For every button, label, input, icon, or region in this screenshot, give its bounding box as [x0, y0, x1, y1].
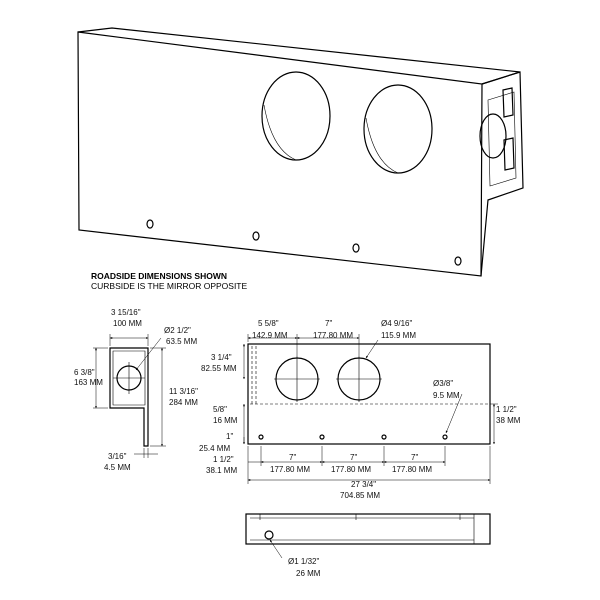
- front-bolt-spacing-2-in: 7": [350, 453, 357, 462]
- iso-large-hole-right: [363, 84, 433, 174]
- bottom-view-panel: [245, 513, 491, 545]
- front-bolt-hole-1: [258, 434, 264, 440]
- side-view: 3 15/16" 100 MM 6 3/8" 163 MM Ø2 1/2" 63…: [74, 308, 198, 472]
- front-right-mm: 38 MM: [496, 416, 521, 425]
- iso-front-face: [77, 31, 483, 277]
- front-large-hole-leader: [365, 339, 379, 359]
- front-large-hole-mm: 115.9 MM: [381, 331, 416, 340]
- side-view-profile: [109, 347, 149, 447]
- front-flange-mm: 16 MM: [213, 416, 238, 425]
- side-overall-in: 11 3/16": [169, 387, 198, 396]
- side-overall-mm: 284 MM: [169, 398, 198, 407]
- front-hole-spacing-in: 7": [325, 319, 332, 328]
- iso-bolt-hole-4: [454, 256, 462, 266]
- front-large-hole-in: Ø4 9/16": [381, 319, 412, 328]
- side-height-mm: 163 MM: [74, 378, 103, 387]
- iso-end-hole: [479, 113, 507, 159]
- iso-bolt-hole-3: [352, 243, 360, 253]
- bottom-view-hole: [264, 530, 274, 540]
- side-thickness-in: 3/16": [108, 452, 127, 461]
- front-small-hole-in: Ø3/8": [433, 379, 453, 388]
- side-hole-mm: 63.5 MM: [166, 337, 197, 346]
- front-hole-center-mm: 82.55 MM: [201, 364, 237, 373]
- front-view: 5 5/8" 142.9 MM 7" 177.80 MM Ø4 9/16" 11…: [199, 319, 521, 500]
- iso-bolt-hole-2: [252, 231, 260, 241]
- iso-large-hole-left: [261, 71, 331, 161]
- front-bolt-hole-3: [381, 434, 387, 440]
- bottom-hole-in: Ø1 1/32": [288, 557, 319, 566]
- iso-right-end-inner: [487, 91, 517, 187]
- front-right-in: 1 1/2": [496, 405, 517, 414]
- front-flange-in: 5/8": [213, 405, 227, 414]
- iso-right-end-slot-bottom: [503, 137, 515, 171]
- bottom-hole-mm: 26 MM: [296, 569, 321, 578]
- front-small-hole-leader: [445, 393, 463, 434]
- front-bolt-spacing-3-in: 7": [411, 453, 418, 462]
- front-bolt-row-in: 1": [226, 432, 233, 441]
- iso-right-end-slot-top: [502, 87, 514, 118]
- iso-bolt-hole-1: [146, 219, 154, 229]
- front-bolt-row-mm: 25.4 MM: [199, 444, 230, 453]
- front-left-offset-mm: 142.9 MM: [252, 331, 288, 340]
- side-width-in: 3 15/16": [111, 308, 141, 317]
- drawing-note-subtitle: CURBSIDE IS THE MIRROR OPPOSITE: [91, 281, 248, 291]
- front-bolt-spacing-1-mm: 177.80 MM: [270, 465, 310, 474]
- front-small-hole-mm: 9.5 MM: [433, 391, 460, 400]
- front-bolt-start-in: 1 1/2": [213, 455, 234, 464]
- bottom-hole-leader: [269, 539, 283, 559]
- side-width-mm: 100 MM: [113, 319, 142, 328]
- side-thickness-mm: 4.5 MM: [104, 463, 131, 472]
- side-height-in: 6 3/8": [74, 368, 95, 377]
- front-total-in: 27 3/4": [351, 480, 376, 489]
- front-left-offset-in: 5 5/8": [258, 319, 279, 328]
- iso-large-hole-right-depth: [365, 117, 399, 174]
- side-view-inner: [112, 350, 146, 406]
- front-bolt-hole-2: [319, 434, 325, 440]
- front-bolt-hole-4: [442, 434, 448, 440]
- drawing-note-title: ROADSIDE DIMENSIONS SHOWN: [91, 271, 228, 281]
- front-hole-spacing-mm: 177.80 MM: [313, 331, 353, 340]
- front-bolt-spacing-1-in: 7": [289, 453, 296, 462]
- iso-top-face: [77, 27, 521, 85]
- bottom-view: Ø1 1/32" 26 MM: [245, 513, 491, 578]
- front-hole-center-in: 3 1/4": [211, 353, 232, 362]
- iso-large-hole-left-depth: [263, 104, 297, 161]
- front-view-panel: [247, 343, 491, 445]
- iso-right-end: [480, 71, 524, 277]
- isometric-view: [77, 27, 524, 277]
- front-total-mm: 704.85 MM: [340, 491, 380, 500]
- front-bolt-spacing-2-mm: 177.80 MM: [331, 465, 371, 474]
- front-bolt-spacing-3-mm: 177.80 MM: [392, 465, 432, 474]
- front-bolt-start-mm: 38.1 MM: [206, 466, 237, 475]
- side-hole-leader: [135, 337, 162, 371]
- side-hole-in: Ø2 1/2": [164, 326, 191, 335]
